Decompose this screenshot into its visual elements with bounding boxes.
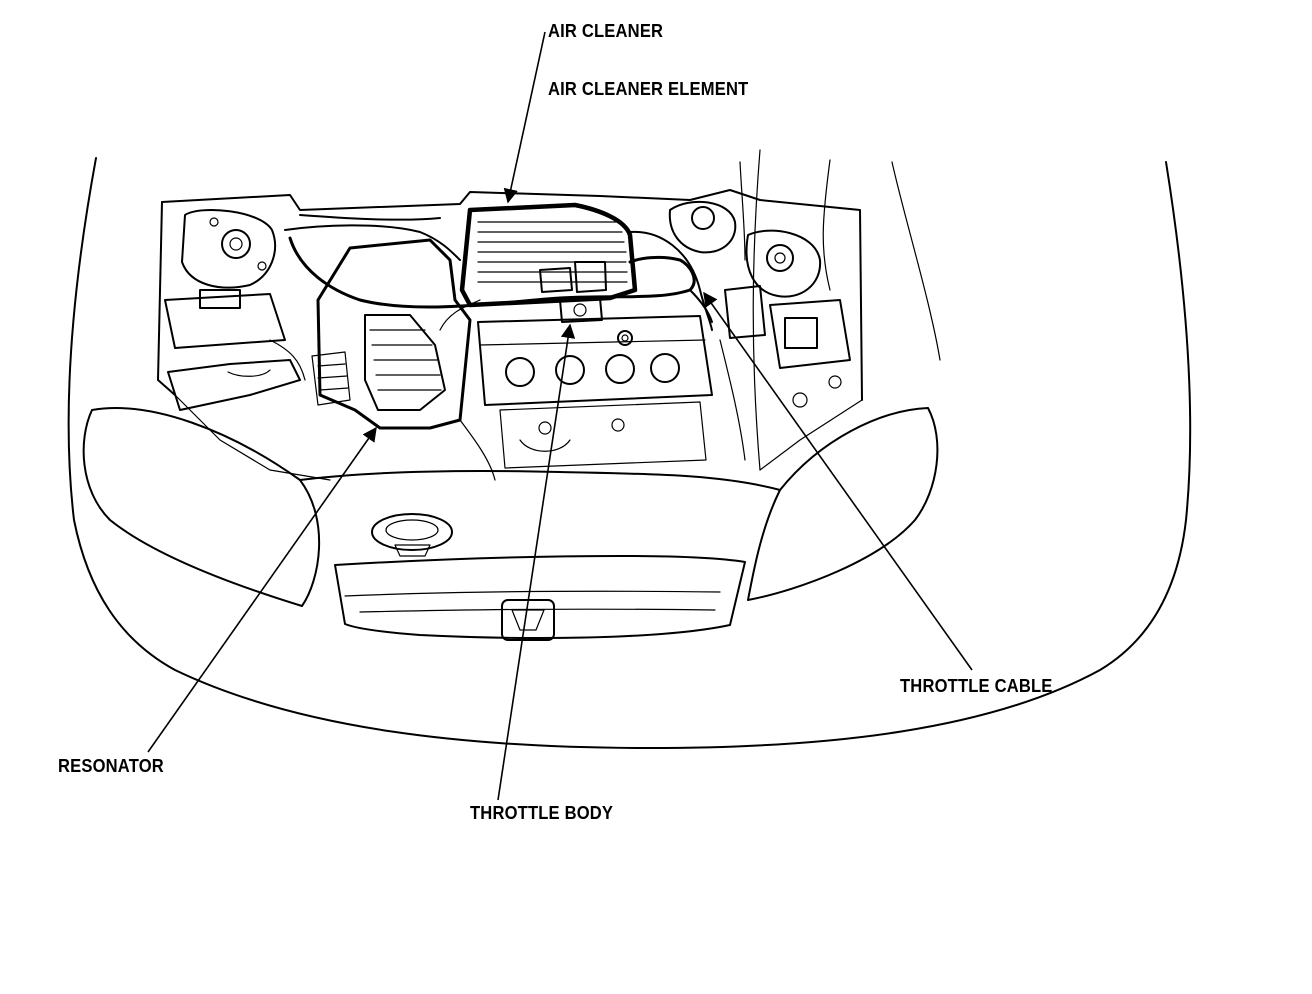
right-box-components xyxy=(724,149,851,471)
hoses-and-cables xyxy=(269,214,746,481)
left-headlight xyxy=(82,407,320,607)
label-resonator: RESONATOR xyxy=(58,756,164,776)
leader-resonator xyxy=(147,426,377,753)
label-throttle-cable: THROTTLE CABLE xyxy=(900,676,1053,696)
engine-block xyxy=(477,315,713,469)
throttle-body xyxy=(559,297,603,323)
car-body-outline xyxy=(67,157,1192,749)
leader-throttle-body xyxy=(497,323,576,801)
leader-air-cleaner xyxy=(503,31,546,204)
label-air-cleaner-element: AIR CLEANER ELEMENT xyxy=(548,79,749,99)
leader-throttle-cable xyxy=(703,291,973,671)
front-fascia xyxy=(299,469,781,641)
label-throttle-body: THROTTLE BODY xyxy=(470,803,614,823)
engine-bay-frame xyxy=(157,189,863,481)
hood-emblem xyxy=(371,513,453,557)
right-headlight xyxy=(747,407,939,601)
right-strut-tower xyxy=(668,200,822,298)
label-air-cleaner: AIR CLEANER xyxy=(548,21,664,41)
air-cleaner-housing xyxy=(459,202,638,308)
leader-lines xyxy=(147,31,973,801)
left-strut-tower xyxy=(181,209,276,289)
left-box-components xyxy=(164,289,301,411)
resonator xyxy=(311,238,472,430)
